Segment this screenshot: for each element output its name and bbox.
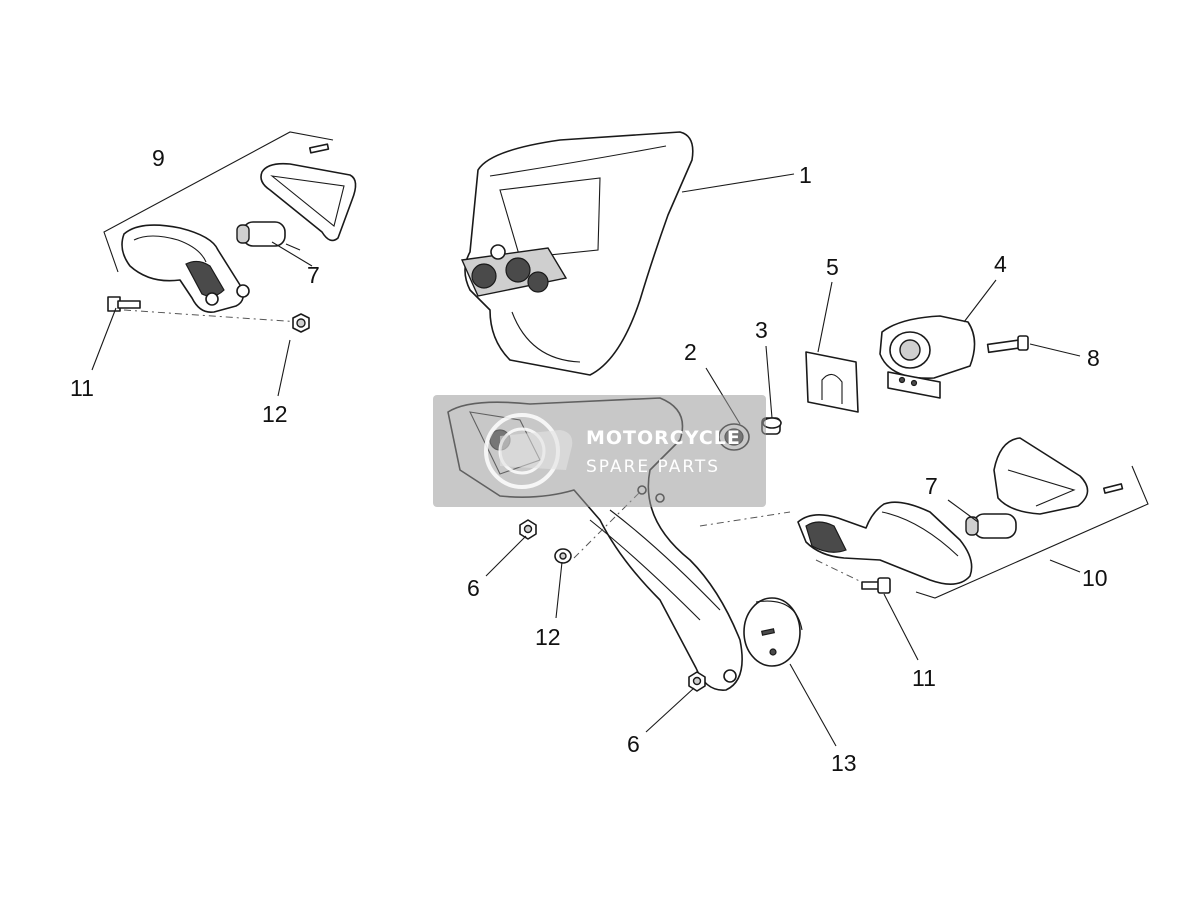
- screw-small-left: [308, 143, 330, 154]
- tail-light-assembly: [460, 131, 795, 376]
- washer-12-center: [554, 548, 572, 564]
- callout-12-left: 12: [262, 401, 288, 427]
- watermark-line1: MOTORCYCLE: [586, 427, 741, 449]
- callout-2: 2: [684, 339, 697, 365]
- watermark-line2: SPARE PARTS: [586, 457, 720, 477]
- right-indicator-assembly: [797, 437, 1149, 599]
- callout-7-right: 7: [925, 473, 938, 499]
- watermark: MOTORCYCLE SPARE PARTS: [433, 395, 766, 507]
- callout-11-left: 11: [70, 375, 94, 401]
- callout-6-upper: 6: [467, 575, 480, 601]
- nut-left-12: [292, 313, 310, 333]
- bulb-right: [965, 513, 1017, 539]
- screw-8: [986, 335, 1029, 354]
- callout-11-right: 11: [912, 665, 936, 691]
- callout-7-left: 7: [307, 262, 320, 288]
- tail-light-body: [464, 131, 694, 376]
- leader-lines: [91, 241, 1081, 747]
- nut-6-upper: [519, 519, 537, 540]
- licence-light-4: [879, 315, 976, 399]
- nut-6-lower: [688, 671, 706, 692]
- callout-3: 3: [755, 317, 768, 343]
- right-lens-cover: [993, 437, 1089, 515]
- watermark-box: [433, 395, 766, 507]
- screw-right-11: [861, 577, 891, 594]
- screw-small-right: [1102, 483, 1124, 494]
- callout-1: 1: [799, 162, 812, 188]
- left-indicator-assembly: [103, 131, 357, 333]
- callout-13: 13: [831, 750, 857, 776]
- callout-6-lower: 6: [627, 731, 640, 757]
- bracket-plate-5: [805, 351, 859, 413]
- gear-and-flame-logo: [484, 413, 573, 489]
- reflector-13: [743, 597, 803, 667]
- left-lens-cover: [260, 162, 357, 242]
- callout-8: 8: [1087, 345, 1100, 371]
- callout-9: 9: [152, 145, 165, 171]
- right-indicator-housing: [797, 501, 973, 585]
- callout-12-center: 12: [535, 624, 561, 650]
- callout-4: 4: [994, 251, 1007, 277]
- callout-10: 10: [1082, 565, 1108, 591]
- callout-labels: 1 2 3 4 5 6 6 7 7 8 9 10 11 11 12 12 13: [70, 145, 1108, 776]
- callout-5: 5: [826, 254, 839, 280]
- screw-left-11: [107, 296, 141, 312]
- bulb-left: [236, 221, 286, 247]
